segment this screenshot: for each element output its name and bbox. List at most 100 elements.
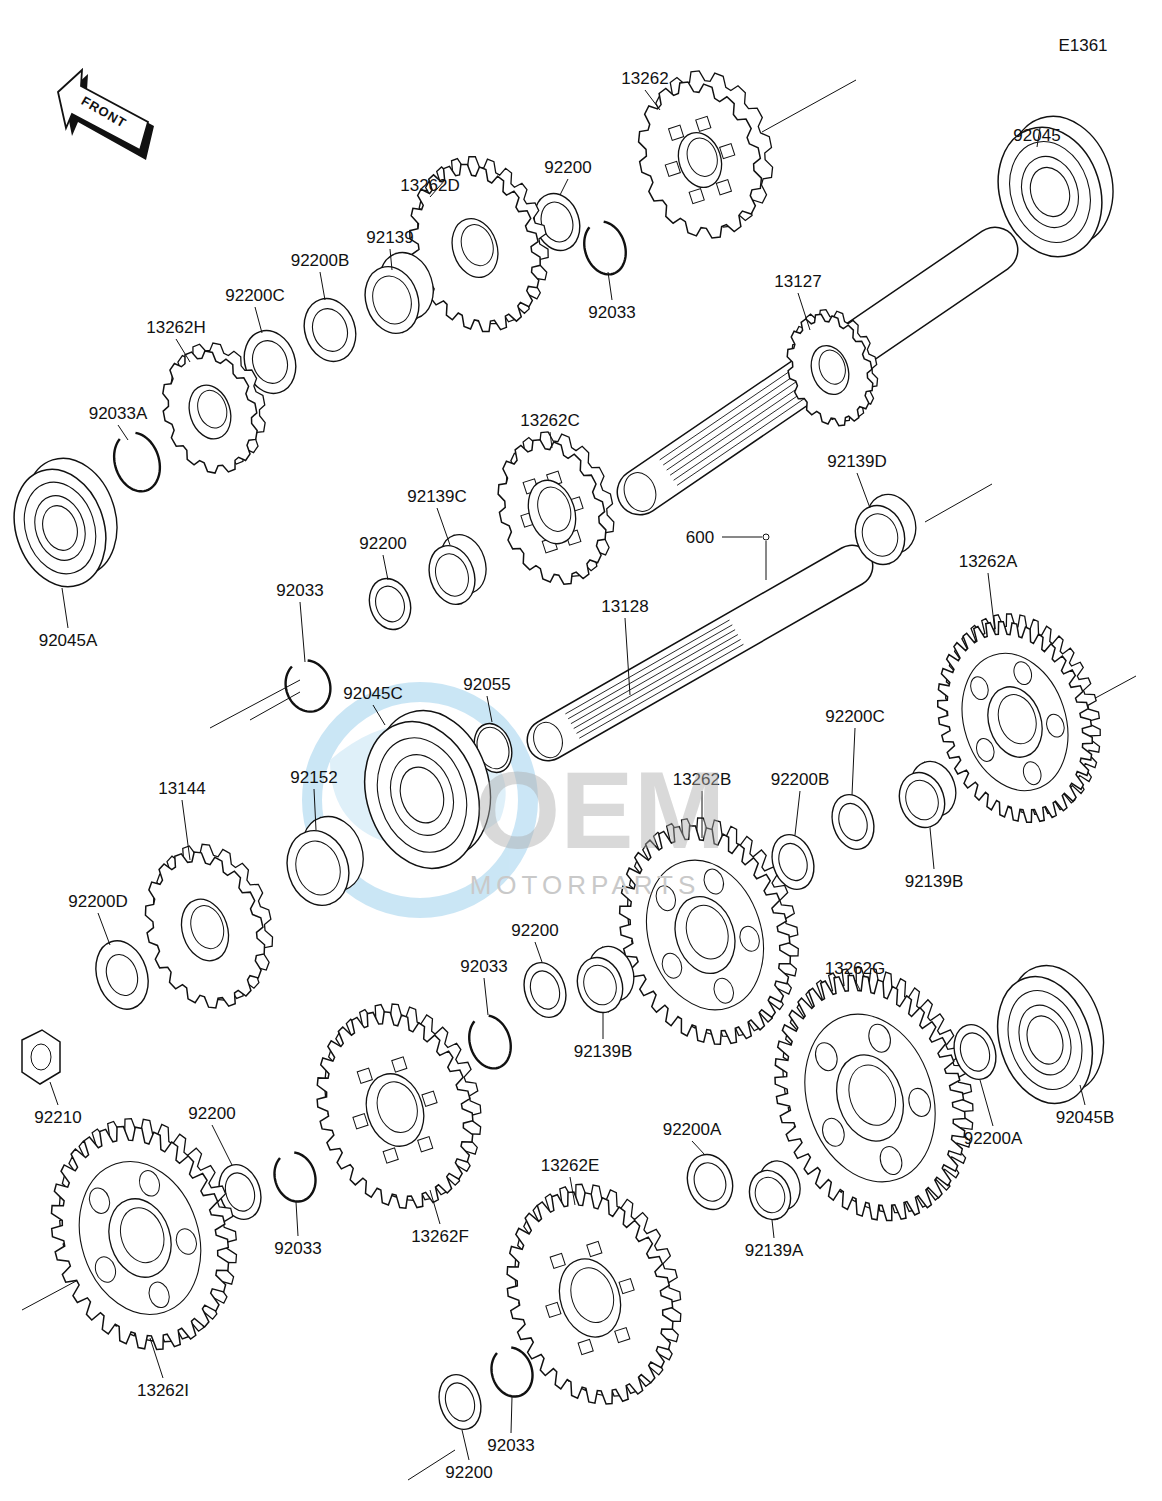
gear-bore [815,347,850,388]
callout-number: 92045B [1056,1109,1115,1126]
needle-bearing [890,756,965,834]
bearing-race [1021,1011,1069,1069]
leader-line [176,339,190,362]
circlip [107,428,167,497]
callout-number: 92200 [188,1105,235,1122]
engagement-dog [619,1279,634,1294]
output-shaft-end [619,468,661,515]
callout-number: 92139 [366,229,413,246]
engagement-dog [357,1068,372,1083]
leader-line [795,791,800,835]
leader-line [550,432,552,448]
engagement-dog [720,144,735,159]
lock-washer [87,934,156,1016]
leader-line [766,541,767,580]
leader-line [560,179,568,195]
callout-number: 13262G [825,960,886,977]
bushing [420,529,496,611]
gear-face [24,1103,257,1373]
toothed-washer-inner [834,800,872,845]
gear-bore [992,690,1042,749]
gear [479,1163,709,1426]
callout-number: 92152 [290,769,337,786]
ball-bearing [0,446,134,598]
callout-number: 13262D [400,177,460,194]
callout-number: 92200 [445,1464,492,1481]
leader-line [430,1190,440,1224]
leader-line [118,425,128,440]
gear-hub [665,889,744,981]
bearing-outer [0,457,120,598]
needle-bearing-bore [367,271,418,329]
callout-number: 92033 [276,582,323,599]
callout-number: 92200 [359,535,406,552]
callout-number: 13262A [959,553,1018,570]
leader-line [798,293,810,330]
gear [743,943,1005,1246]
spline [568,625,732,719]
washer-outer [363,573,417,635]
gear [146,331,282,486]
spline [571,630,735,724]
axis-line [250,692,300,720]
leader-line [857,473,870,508]
lightening-hole [1021,759,1044,786]
engagement-dog [418,1137,433,1152]
spline [579,644,743,738]
gear-bore [371,1077,424,1138]
gear-bore [456,220,498,269]
gear-bore [680,900,735,965]
leader-line [373,705,385,725]
callout-number: 92200A [663,1121,722,1138]
leader-line [852,728,855,795]
bearing-race [363,726,481,864]
circlip [280,656,337,718]
leader-line [603,1012,604,1039]
engagement-dog [587,1241,602,1256]
gear-bore [532,483,576,536]
bearing-race [37,501,83,555]
gear-hub [174,893,236,967]
thrust-washer [680,1149,739,1216]
toothed-washer-inner [307,304,353,356]
leader-line [150,1338,163,1378]
gear-face [619,66,781,254]
gear-rim [784,997,956,1199]
toothed-washer-outer [765,829,820,895]
leader-line [212,1125,232,1165]
gear [22,1095,266,1372]
input-shaft [529,566,852,761]
callout-number: E1361 [1058,37,1107,54]
needle-bearing-face [570,952,629,1019]
leader-line [383,555,388,580]
leader-line [511,1397,512,1433]
thrust-washer-outer [680,1149,739,1216]
watermark-text: MOTORPARTS [470,872,701,898]
bearing-race [13,473,107,583]
toothed-washer [296,292,363,368]
leader-line [390,249,392,270]
watermark-text: OEM [475,755,726,865]
callout-number: 92045 [1013,127,1060,144]
axis-line [925,484,992,522]
axis-line [22,1280,78,1310]
bushing-bore [857,509,903,561]
collar [275,808,375,913]
callout-number: 92200A [964,1130,1023,1147]
input-shaft-outline [548,566,852,740]
bushing-bore [430,550,473,601]
leader-line [62,588,68,628]
leader-line [625,618,630,695]
callout-number: 13262F [411,1228,469,1245]
washer-inner [371,582,409,625]
lightening-hole [92,1254,119,1285]
toothed-washer-inner [774,840,812,885]
leader-line [98,913,110,945]
lightening-hole [136,1168,163,1199]
callout-number: 92033 [460,958,507,975]
lightening-hole [659,951,685,981]
leader-line [692,1141,705,1155]
bushing-face [848,499,912,571]
engagement-dog [550,1253,565,1268]
